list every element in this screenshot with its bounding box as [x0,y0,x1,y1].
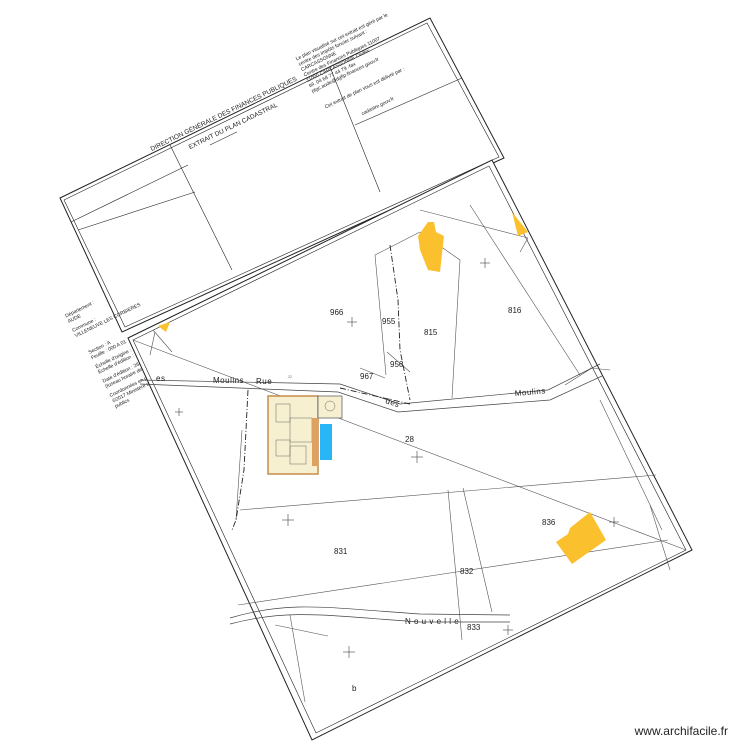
street-moulins-left: Moulins [213,376,244,385]
parcel-836: 836 [542,518,556,527]
building-815 [418,222,444,272]
street-rue: Rue [256,377,272,386]
building-corner-left [158,322,170,332]
departement-value: AUDE [67,313,83,325]
street-moulins-right: Moulins [514,386,546,398]
street-des-center: des [384,396,400,409]
parcel-815: 815 [424,328,438,337]
parcel-816: 816 [508,306,522,315]
road-nouvelle [229,606,511,625]
parcel-967: 967 [360,372,374,381]
street-number: 22 [288,375,292,379]
building-836 [556,512,606,564]
house-floorplan [267,395,319,475]
parcel-833: 833 [467,623,481,632]
parcel-831: 831 [334,547,348,556]
parcel-956: 956 [390,360,404,369]
building-816-corner [512,212,528,236]
street-names: es Moulins Rue des Moulins N o u v e l l… [156,374,546,626]
parcel-28: 28 [405,435,414,444]
parcel-955: 955 [382,317,396,326]
parcel-numbers: 966 955 815 816 956 967 28 831 832 836 8… [330,306,556,693]
street-des-left: es [156,374,165,383]
parcel-b: b [352,684,357,693]
limit-lines [231,244,411,531]
survey-markers [175,258,619,658]
swimming-pool [320,424,332,460]
buildings [158,212,606,564]
street-nouvelle: N o u v e l l e [405,617,459,626]
parcel-966: 966 [330,308,344,317]
parcel-832: 832 [460,567,474,576]
title-block [59,17,505,333]
road-moulins [139,363,603,413]
watermark: www.archifacile.fr [634,724,728,738]
